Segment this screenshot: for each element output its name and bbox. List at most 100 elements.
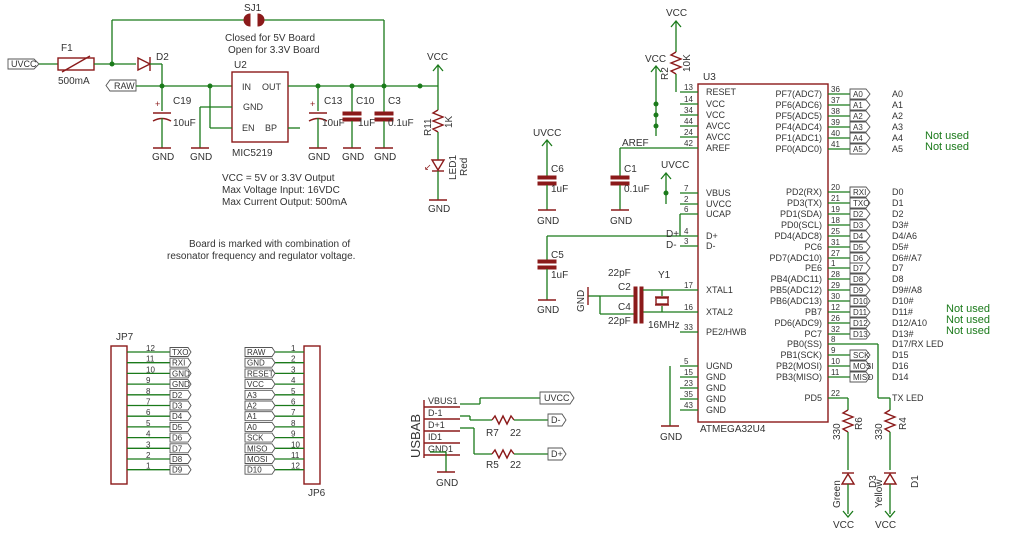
- svg-text:R6: R6: [854, 417, 865, 430]
- svg-text:VCC: VCC: [666, 8, 687, 19]
- net-flag: A2: [247, 402, 257, 411]
- pin-name: D-: [706, 241, 716, 251]
- pin-number: 5: [146, 419, 151, 428]
- header-pin-7: 7A1: [244, 408, 304, 421]
- jp7-label: JP7: [116, 332, 134, 343]
- arduino-pin: D16: [892, 361, 909, 371]
- c3-value: 0.1uF: [388, 118, 414, 129]
- net-flag: A1: [853, 101, 863, 110]
- net-flag: RXI: [172, 359, 185, 368]
- net-flag: D11: [853, 308, 868, 317]
- net-flag: GND: [247, 359, 265, 368]
- pin-name: UCAP: [706, 209, 731, 219]
- net-flag: D3: [853, 221, 864, 230]
- pin-number: 3: [291, 365, 296, 374]
- net-flag: MISO: [247, 444, 267, 453]
- sj1-jumper: SJ1: [112, 3, 384, 27]
- crystal-y1: 22pF C2 Y1 C4 22pF 16MHz GND: [576, 268, 680, 331]
- capacitor-c1: C1 0.1uF GND: [610, 148, 650, 227]
- net-flag: RESET: [247, 369, 274, 378]
- net-flag: TXO: [172, 348, 188, 357]
- pin-number: 10: [146, 365, 155, 374]
- net-flag: A4: [853, 134, 863, 143]
- pin-number: 28: [831, 270, 840, 279]
- pin-name: PD0(SCL): [781, 220, 822, 230]
- svg-text:D3: D3: [868, 475, 879, 488]
- r11-label: R11: [423, 118, 434, 136]
- sj1-note-closed: Closed for 5V Board: [225, 33, 315, 44]
- svg-text:16MHz: 16MHz: [648, 320, 680, 331]
- arduino-pin: D13#: [892, 329, 914, 339]
- pin-name: PD2(RX): [786, 187, 822, 197]
- fuse-f1: F1 500mA: [57, 43, 95, 87]
- pin-number: 40: [831, 129, 840, 138]
- svg-text:GND: GND: [190, 152, 212, 163]
- pin-name: PD4(ADC8): [774, 231, 822, 241]
- capacitor-c10: C10 1uF GND: [342, 86, 375, 163]
- c1-label: C1: [624, 164, 637, 175]
- net-flag: MOSI: [247, 455, 267, 464]
- pin-number: 4: [146, 430, 151, 439]
- pin-number: 38: [831, 107, 840, 116]
- pin-name: PF1(ADC1): [775, 133, 822, 143]
- net-flag: D12: [853, 319, 868, 328]
- pin-name: PF4(ADC4): [775, 122, 822, 132]
- pin-name: XTAL1: [706, 285, 733, 295]
- uvcc-input-flag: UVCC: [7, 58, 40, 70]
- usb-pin-label: D-1: [428, 408, 443, 418]
- svg-text:UVCC: UVCC: [544, 393, 570, 403]
- d2-label: D2: [156, 52, 169, 63]
- pin-number: 7: [291, 408, 296, 417]
- pin-number: 27: [831, 249, 840, 258]
- pin-number: 31: [831, 238, 840, 247]
- svg-text:VCC: VCC: [427, 52, 448, 63]
- arduino-pin: A1: [892, 100, 903, 110]
- pin-name: PB7: [805, 307, 822, 317]
- pin-name: AREF: [706, 143, 731, 153]
- c1-value: 0.1uF: [624, 184, 650, 195]
- arduino-pin: D14: [892, 372, 909, 382]
- svg-text:UVCC: UVCC: [533, 128, 561, 139]
- pin-number: 1: [831, 259, 836, 268]
- arduino-pin: A5: [892, 144, 903, 154]
- arduino-pin: TX LED: [892, 393, 924, 403]
- c19-value: 10uF: [173, 118, 196, 129]
- not-used-note: Not used: [925, 141, 969, 153]
- pin-name: PC7: [804, 329, 822, 339]
- u2-part: MIC5219: [232, 148, 273, 159]
- pin-name: GND: [706, 372, 727, 382]
- pin-number: 9: [291, 430, 296, 439]
- net-flag: A3: [247, 391, 257, 400]
- led1-label: LED1: [448, 155, 459, 180]
- u2-label: U2: [234, 60, 247, 71]
- net-flag: D10: [247, 466, 262, 475]
- svg-text:D+: D+: [666, 229, 679, 240]
- svg-text:D-: D-: [666, 240, 677, 251]
- svg-text:GND: GND: [537, 305, 559, 316]
- pin-number: 19: [831, 205, 840, 214]
- pin-number: 6: [291, 398, 296, 407]
- pin-number: 25: [831, 227, 840, 236]
